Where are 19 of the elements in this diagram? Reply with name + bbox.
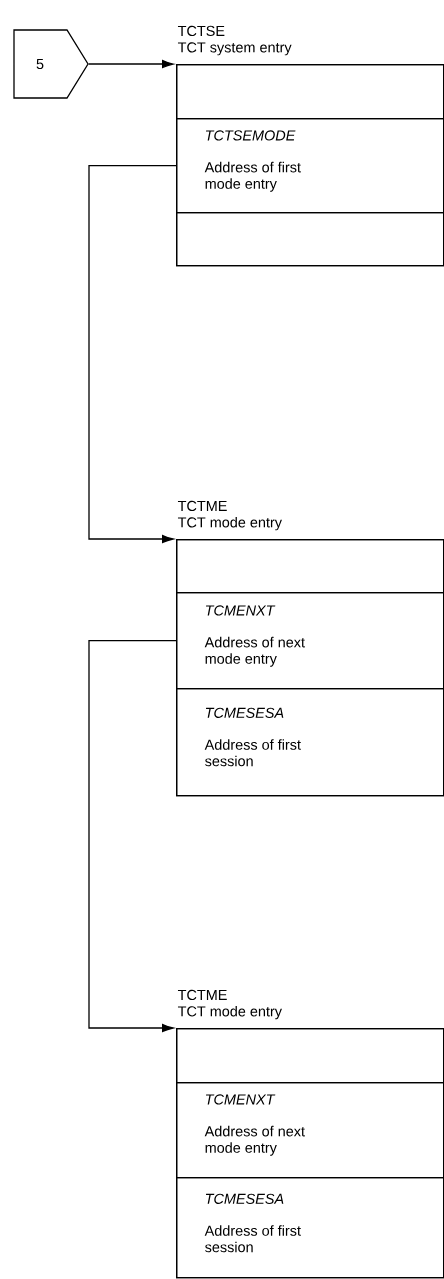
off-page-connector: 5	[13, 29, 89, 99]
field-box: TCMENXT Address of next mode entry	[176, 1082, 444, 1179]
node-label: TCT system entry	[177, 42, 292, 56]
field-box: TCMENXT Address of next mode entry	[176, 592, 444, 690]
arrow	[88, 640, 177, 1033]
node-label: TCT mode entry	[177, 516, 282, 531]
field-box	[176, 64, 444, 120]
field-box: TCMESESA Address of first session	[176, 1177, 444, 1279]
field-box	[176, 212, 444, 267]
field-box	[176, 539, 444, 594]
node-label: TCT mode entry	[177, 1005, 282, 1020]
arrow	[88, 59, 174, 69]
field-box: TCTSEMODE Address of first mode entry	[176, 118, 444, 214]
node-label: TCTSE	[177, 25, 225, 37]
field-box	[176, 1028, 444, 1084]
arrow	[88, 165, 177, 544]
node-label: TCTME	[177, 989, 227, 1001]
node-label: TCTME	[177, 500, 227, 512]
field-box: TCMESESA Address of first session	[176, 688, 444, 797]
